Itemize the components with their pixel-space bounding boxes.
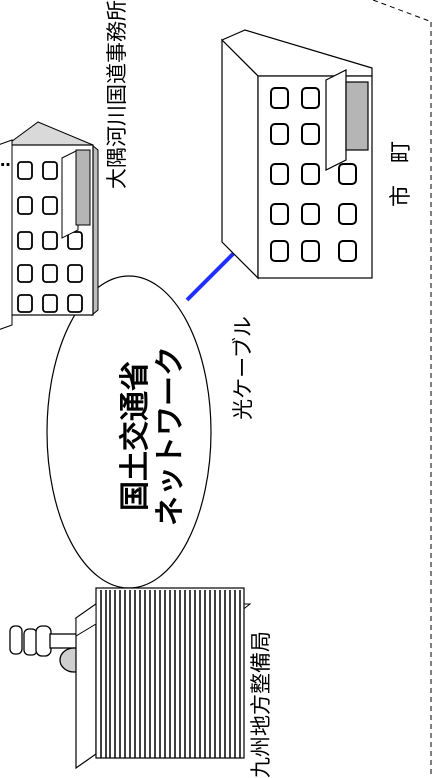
network-label-line2: ネットワーク <box>153 346 188 526</box>
dashed-boundary <box>372 0 432 778</box>
regional-bureau-label: 九州地方整備局 <box>249 631 273 778</box>
building-stripes <box>100 590 241 758</box>
city-label: 市 町 <box>389 141 414 207</box>
fiber-cable <box>185 251 236 302</box>
city-building-icon <box>220 29 373 280</box>
office-building-icon: ‥ <box>0 121 99 330</box>
network-label-line1: 国土交通省 <box>118 361 153 511</box>
city-door <box>325 69 369 171</box>
striped-building-icon <box>74 587 252 770</box>
office-door <box>61 149 91 239</box>
river-office-label: 大隅河川国道事務所 <box>105 0 129 189</box>
office-windows <box>17 161 83 313</box>
city-windows <box>270 87 357 262</box>
cable-label: 光ケーブル <box>231 316 255 420</box>
network-label: 国土交通省 ネットワーク <box>118 346 188 526</box>
office-building-label-fragment: ‥ <box>0 151 11 170</box>
